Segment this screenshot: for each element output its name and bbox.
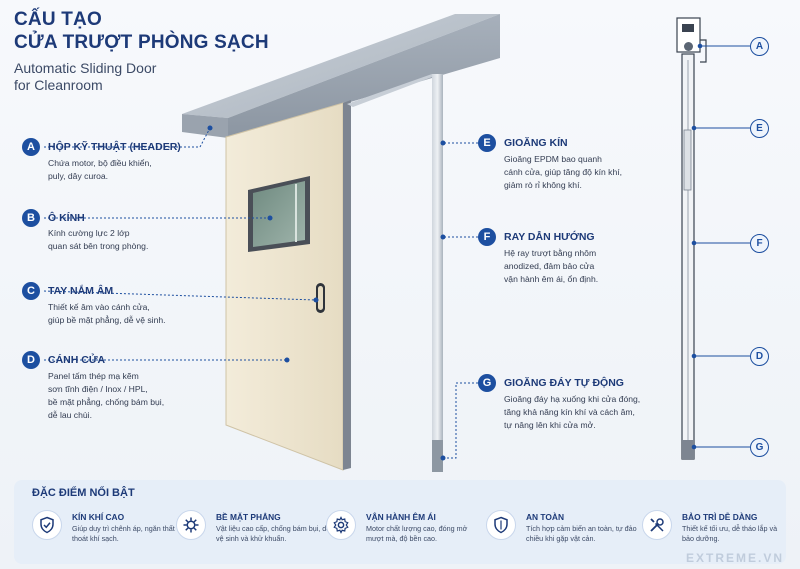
- wrench-screwdriver-icon: [642, 510, 672, 540]
- feature-smooth-operation: VẬN HÀNH ÊM ÁI Motor chất lượng cao, đón…: [326, 510, 474, 558]
- callout-g-title: GIOĂNG ĐÁY TỰ ĐỘNG: [504, 377, 624, 389]
- callout-b-title: Ô KÍNH: [48, 212, 85, 224]
- callout-c-desc-line: giúp bề mặt phẳng, dễ vệ sinh.: [48, 315, 166, 325]
- side-leader-dots: [691, 43, 703, 450]
- feature-desc: Vật liệu cao cấp, chống bám bụi, dễ vệ s…: [216, 524, 331, 543]
- callout-c-title: TAY NẮM ÂM: [48, 285, 114, 297]
- callout-c-badge: C: [22, 282, 40, 300]
- page-subtitle-line-1: Automatic Sliding Door: [14, 60, 157, 76]
- callout-f-desc-line: anodized, đảm bảo cửa: [504, 261, 595, 271]
- callout-e-desc-line: giảm rò rỉ không khí.: [504, 180, 582, 190]
- feature-desc: Thiết kế tối ưu, dễ tháo lắp và bảo dưỡn…: [682, 524, 778, 543]
- callout-f-desc-line: Hệ ray trượt bằng nhôm: [504, 248, 597, 258]
- leader-dots: [207, 125, 446, 461]
- callout-f-title: RAY DẪN HƯỚNG: [504, 231, 595, 243]
- callout-e-desc: Gioăng EPDM bao quanh cánh cửa, giúp tăn…: [504, 153, 622, 192]
- feature-desc: Giúp duy trì chênh áp, ngăn thất thoát k…: [72, 524, 175, 543]
- callout-g-badge: G: [478, 374, 496, 392]
- callout-c-desc: Thiết kế âm vào cánh cửa, giúp bề mặt ph…: [48, 301, 166, 327]
- title-block: CẤU TẠO CỬA TRƯỢT PHÒNG SẠCH Automatic S…: [14, 8, 269, 94]
- gear-icon: [326, 510, 356, 540]
- feature-title: BẢO TRÌ DỄ DÀNG: [682, 512, 758, 522]
- feature-flat-surface: BỀ MẶT PHẲNG Vật liệu cao cấp, chống bám…: [176, 510, 330, 558]
- side-leader-lines: [694, 45, 750, 448]
- feature-easy-maintenance: BẢO TRÌ DỄ DÀNG Thiết kế tối ưu, dễ tháo…: [642, 510, 782, 558]
- callout-a-title: HỘP KỸ THUẬT (HEADER): [48, 141, 181, 153]
- feature-title: BỀ MẶT PHẲNG: [216, 512, 281, 522]
- callout-a-desc-line: Chứa motor, bộ điều khiển,: [48, 158, 152, 168]
- page-subtitle-line-2: for Cleanroom: [14, 77, 103, 93]
- callout-f-badge: F: [478, 228, 496, 246]
- side-label-e: E: [750, 119, 769, 138]
- callout-f-desc-line: vận hành êm ái, ổn định.: [504, 274, 599, 284]
- callout-e-title: GIOĂNG KÍN: [504, 137, 568, 149]
- callout-d-desc: Panel tấm thép mạ kẽm sơn tĩnh điện / In…: [48, 370, 164, 422]
- feature-title: KÍN KHÍ CAO: [72, 512, 125, 522]
- side-label-f: F: [750, 234, 769, 253]
- callout-d-desc-line: dễ lau chùi.: [48, 410, 92, 420]
- callout-f-desc: Hệ ray trượt bằng nhôm anodized, đảm bảo…: [504, 247, 598, 286]
- callout-a-badge: A: [22, 138, 40, 156]
- feature-title: AN TOÀN: [526, 512, 564, 522]
- feature-desc: Tích hợp cảm biến an toàn, tự đảo chiều …: [526, 524, 637, 543]
- virus-icon: [176, 510, 206, 540]
- callout-d-desc-line: sơn tĩnh điện / Inox / HPL,: [48, 384, 148, 394]
- door-panel: [225, 100, 351, 471]
- shield-icon: [486, 510, 516, 540]
- door-illustration: [43, 14, 750, 472]
- features-title: ĐẶC ĐIỂM NỔI BẬT: [32, 487, 135, 499]
- callout-d-desc-line: bề mặt phẳng, chống bám bụi,: [48, 397, 165, 407]
- callout-g-desc-line: tự nâng lên khi cửa mở.: [504, 420, 596, 430]
- features-panel: ĐẶC ĐIỂM NỔI BẬT KÍN KHÍ CAO Giúp duy tr…: [14, 480, 786, 564]
- callout-e-badge: E: [478, 134, 496, 152]
- page-title-line-1: CẤU TẠO: [14, 9, 102, 30]
- page-title-line-2: CỬA TRƯỢT PHÒNG SẠCH: [14, 32, 269, 53]
- feature-safety: AN TOÀN Tích hợp cảm biến an toàn, tự đả…: [486, 510, 637, 558]
- callout-c-desc-line: Thiết kế âm vào cánh cửa,: [48, 302, 150, 312]
- callout-b-desc-line: quan sát bên trong phòng.: [48, 241, 149, 251]
- feature-title: VẬN HÀNH ÊM ÁI: [366, 512, 436, 522]
- callout-e-desc-line: Gioăng EPDM bao quanh: [504, 154, 602, 164]
- callout-a-desc: Chứa motor, bộ điều khiển, puly, dây cur…: [48, 157, 152, 183]
- callout-g-desc-line: Gioăng đáy hạ xuống khi cửa đóng,: [504, 394, 641, 404]
- side-section-view: [676, 17, 707, 460]
- feature-desc: Motor chất lượng cao, đóng mở mượt mà, đ…: [366, 524, 468, 543]
- side-label-g: G: [750, 438, 769, 457]
- callout-g-desc: Gioăng đáy hạ xuống khi cửa đóng, tăng k…: [504, 393, 640, 432]
- door-frame-post: [347, 74, 443, 472]
- watermark: EXTREME.VN: [685, 551, 784, 565]
- callout-a-desc-line: puly, dây curoa.: [48, 171, 109, 181]
- callout-b-desc-line: Kính cường lực 2 lớp: [48, 228, 130, 238]
- callout-b-desc: Kính cường lực 2 lớp quan sát bên trong …: [48, 227, 148, 253]
- callout-g-desc-line: tăng khả năng kín khí và cách âm,: [504, 407, 635, 417]
- header-box: [182, 14, 500, 138]
- callout-e-desc-line: cánh cửa, giúp tăng độ kín khí,: [504, 167, 623, 177]
- callout-d-title: CÁNH CỬA: [48, 354, 106, 366]
- shield-check-icon: [32, 510, 62, 540]
- leader-lines: [43, 127, 478, 459]
- callout-d-badge: D: [22, 351, 40, 369]
- callout-d-desc-line: Panel tấm thép mạ kẽm: [48, 371, 139, 381]
- callout-b-badge: B: [22, 209, 40, 227]
- feature-airtight: KÍN KHÍ CAO Giúp duy trì chênh áp, ngăn …: [32, 510, 175, 558]
- side-label-a: A: [750, 37, 769, 56]
- side-label-d: D: [750, 347, 769, 366]
